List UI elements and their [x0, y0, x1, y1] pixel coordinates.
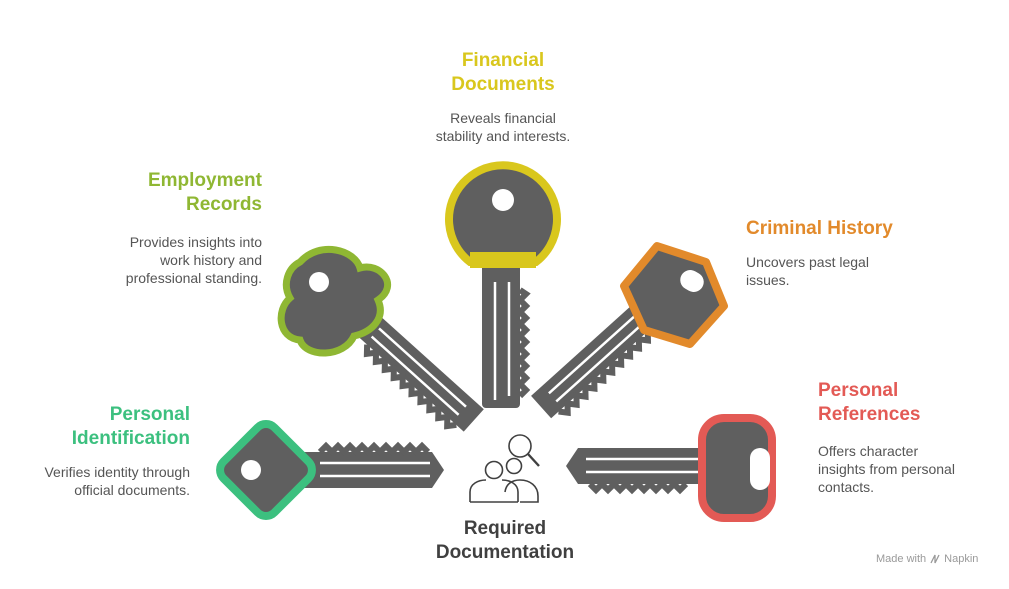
napkin-brand-label: Napkin: [944, 553, 979, 565]
key-references: [566, 414, 776, 522]
people-search-icon: [469, 434, 540, 503]
made-with-label: Made with: [876, 553, 927, 565]
napkin-logo-icon: [930, 554, 940, 564]
made-with-napkin[interactable]: Made with Napkin: [876, 553, 978, 565]
criminal-title: Criminal History: [746, 218, 893, 239]
key-employment: [277, 245, 484, 432]
key-criminal: [531, 242, 728, 419]
key-identification: [216, 420, 444, 520]
key-financial: [445, 161, 561, 408]
